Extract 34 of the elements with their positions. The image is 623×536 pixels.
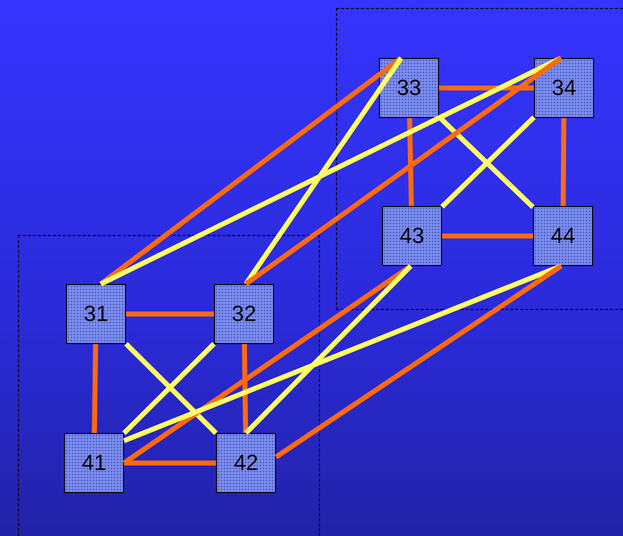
connector-line xyxy=(244,56,404,286)
connector-line xyxy=(123,264,562,444)
dashed-group-box xyxy=(18,235,320,536)
connector-line xyxy=(439,86,534,90)
connector-line xyxy=(244,56,562,286)
node-box xyxy=(382,206,442,266)
node-box xyxy=(533,206,593,266)
node-box xyxy=(534,58,594,118)
node-label: 42 xyxy=(234,450,258,476)
node-label: 31 xyxy=(84,301,108,327)
connector-line xyxy=(126,312,214,316)
connector-line xyxy=(99,56,403,286)
node-box xyxy=(214,284,274,344)
connector-line xyxy=(244,264,413,435)
node-label: 43 xyxy=(400,223,424,249)
connector-line xyxy=(92,344,98,434)
dashed-group-box xyxy=(336,8,623,310)
node-box xyxy=(379,58,439,118)
node-label: 41 xyxy=(82,450,106,476)
connector-line xyxy=(274,264,563,460)
connector-line xyxy=(124,460,216,466)
node-box xyxy=(64,433,124,493)
node-box xyxy=(66,284,126,344)
node-label: 44 xyxy=(550,223,576,249)
connector-line xyxy=(100,56,562,286)
connector-line xyxy=(122,264,412,466)
node-box xyxy=(216,433,276,493)
node-label: 32 xyxy=(232,301,256,327)
connector-line xyxy=(242,344,248,434)
connector-line xyxy=(560,118,566,206)
connector-line xyxy=(407,118,414,206)
node-label: 34 xyxy=(552,75,576,101)
connector-line xyxy=(442,234,533,238)
node-label: 33 xyxy=(396,75,422,101)
